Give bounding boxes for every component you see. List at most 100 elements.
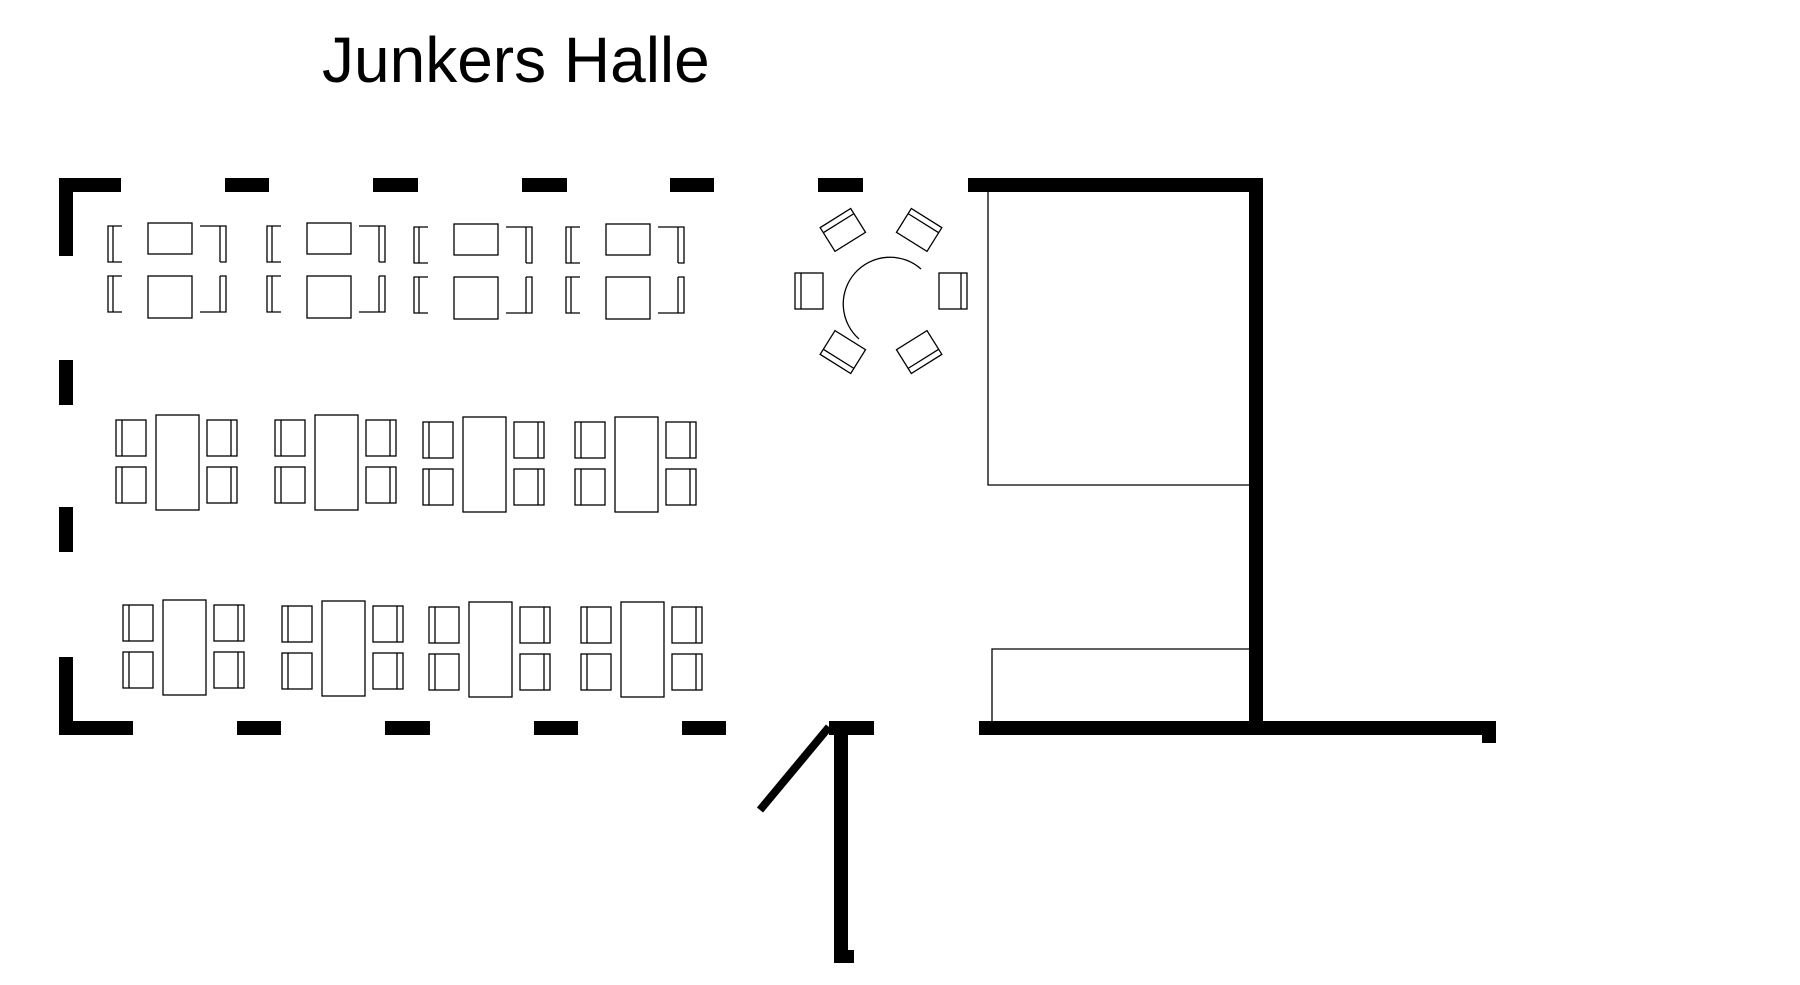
- chair: [895, 207, 943, 253]
- chair: [413, 226, 428, 264]
- table: [155, 414, 200, 511]
- table: [620, 601, 665, 698]
- chair-seat: [895, 329, 943, 375]
- table: [306, 275, 352, 319]
- chair: [794, 272, 824, 310]
- entrance-door: [756, 724, 833, 813]
- table-set: [565, 223, 685, 320]
- tent-wall-segment: [59, 657, 73, 735]
- chair: [281, 652, 313, 690]
- chair-seat: [819, 207, 867, 253]
- chair-back: [822, 348, 855, 369]
- tent-wall-segment: [59, 178, 121, 192]
- tent-wall-segment: [59, 178, 73, 256]
- table: [468, 601, 513, 698]
- chair: [422, 468, 454, 506]
- room-outline-lower: [991, 648, 1249, 721]
- chair: [413, 276, 428, 314]
- chair-seat: [938, 272, 968, 310]
- building-walls: [829, 178, 1496, 963]
- tent-wall-segment: [237, 721, 281, 735]
- chair: [422, 421, 454, 459]
- chair-seat: [895, 207, 943, 253]
- entrance-wall-foot: [834, 950, 854, 963]
- table: [605, 276, 651, 320]
- chair: [274, 419, 306, 457]
- chair: [274, 466, 306, 504]
- table: [605, 223, 651, 256]
- furniture: [107, 207, 968, 698]
- chair: [107, 225, 122, 263]
- chair: [519, 606, 551, 644]
- chair: [938, 272, 968, 310]
- table-set: [413, 223, 533, 320]
- building-wall-bottom: [979, 721, 1496, 735]
- chair: [428, 653, 460, 691]
- chair: [428, 606, 460, 644]
- chair: [671, 653, 703, 691]
- chair-back: [907, 348, 940, 369]
- chair: [200, 225, 227, 263]
- table: [453, 276, 499, 320]
- chair: [115, 419, 147, 457]
- chair: [513, 421, 545, 459]
- chair-seat: [794, 272, 824, 310]
- chair: [565, 276, 580, 314]
- building-wall-end: [1482, 721, 1496, 743]
- chair: [665, 421, 697, 459]
- chair: [519, 653, 551, 691]
- table-set: [107, 222, 227, 319]
- table-set: [428, 601, 551, 698]
- building-wall-top: [968, 178, 1263, 192]
- chair-back: [822, 213, 855, 234]
- table: [306, 222, 352, 255]
- chair: [266, 225, 281, 263]
- chair: [658, 226, 685, 264]
- table-set: [122, 599, 245, 696]
- chair: [200, 275, 227, 313]
- chair: [281, 605, 313, 643]
- chair: [122, 651, 154, 689]
- tent-wall-segment: [522, 178, 567, 192]
- chair: [574, 421, 606, 459]
- interior-room-outlines: [987, 190, 1249, 721]
- chair: [565, 226, 580, 264]
- table: [614, 416, 659, 513]
- chair: [359, 225, 386, 263]
- room-outline-upper: [987, 190, 1249, 486]
- table-set: [422, 416, 545, 513]
- chair: [665, 468, 697, 506]
- table: [162, 599, 207, 696]
- chair: [266, 275, 281, 313]
- chair: [580, 606, 612, 644]
- round-table: [842, 256, 922, 340]
- chair: [574, 468, 606, 506]
- chair: [359, 275, 386, 313]
- tent-wall-segment: [59, 721, 133, 735]
- entrance-wall-vertical: [834, 725, 848, 963]
- chair: [819, 207, 867, 253]
- chair: [658, 276, 685, 314]
- chair: [206, 466, 238, 504]
- chair: [819, 329, 867, 375]
- chair-seat: [819, 329, 867, 375]
- chair: [513, 468, 545, 506]
- tent-wall-segment: [818, 178, 863, 192]
- chair: [671, 606, 703, 644]
- tent-wall-segment: [534, 721, 578, 735]
- table-set: [574, 416, 697, 513]
- chair: [122, 604, 154, 642]
- table: [462, 416, 507, 513]
- table: [321, 600, 366, 697]
- chair: [895, 329, 943, 375]
- chair: [372, 605, 404, 643]
- tent-wall-segment: [225, 178, 269, 192]
- round-table-set: [794, 207, 968, 375]
- chair: [365, 419, 397, 457]
- tent-wall-segment: [59, 360, 73, 405]
- chair: [506, 276, 533, 314]
- chair: [206, 419, 238, 457]
- table: [147, 275, 193, 319]
- tent-wall-segment: [373, 178, 418, 192]
